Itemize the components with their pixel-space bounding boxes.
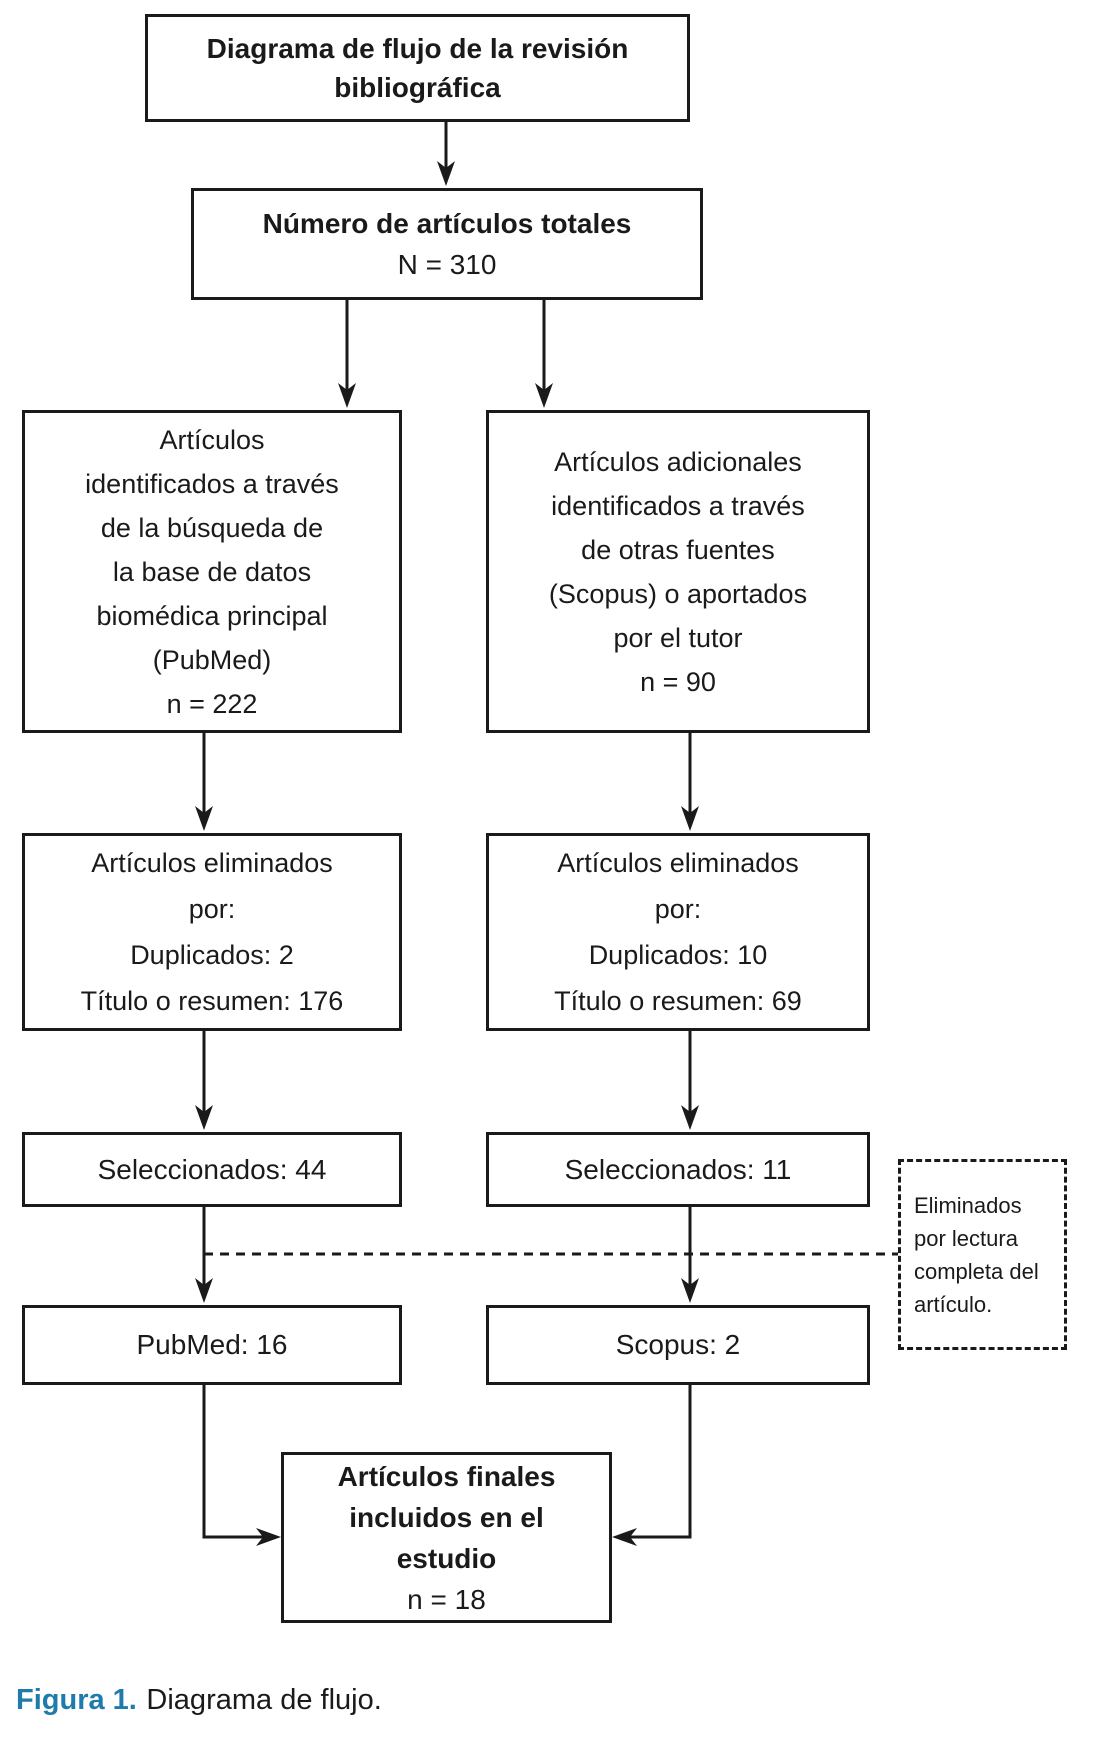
arrow-title-to-total (437, 122, 455, 186)
arrow-scopus-removed-to-selected (681, 1031, 699, 1130)
included-line: Artículos finales (337, 1460, 556, 1492)
arrow-scopus-selected-to-final (681, 1207, 699, 1303)
note-line: artículo. (914, 1291, 993, 1317)
box-line: Título o resumen: 69 (554, 986, 802, 1016)
box-line: n = 90 (640, 666, 716, 697)
note-line: Eliminados (914, 1192, 1022, 1218)
box-line: PubMed: 16 (136, 1329, 288, 1360)
total-articles-heading: Número de artículos totales (262, 208, 632, 239)
box-line: identificados a través (85, 468, 339, 499)
box-line: identificados a través (551, 490, 805, 521)
box-line: Seleccionados: 44 (97, 1153, 327, 1185)
included-line: estudio (396, 1542, 497, 1574)
box-line: (Scopus) o aportados (548, 578, 808, 609)
box-line: de la búsqueda de (100, 512, 324, 543)
scopus-selected-box: Seleccionados: 11 (486, 1132, 870, 1207)
included-count: n = 18 (407, 1583, 486, 1615)
box-line: por: (188, 894, 236, 924)
arrow-pubmed-selected-to-final (195, 1207, 213, 1303)
scopus-removed-box: Artículos eliminados por: Duplicados: 10… (486, 833, 870, 1031)
box-line: la base de datos (112, 556, 312, 587)
pubmed-removed-box: Artículos eliminados por: Duplicados: 2 … (22, 833, 402, 1031)
box-line: por el tutor (613, 622, 743, 653)
fulltext-exclusion-note-box: Eliminados por lectura completa del artí… (898, 1159, 1067, 1350)
arrow-scopus-source-to-removed (681, 733, 699, 831)
box-line: Artículos eliminados (91, 848, 333, 878)
box-line: Duplicados: 2 (130, 940, 294, 970)
total-articles-box: Número de artículos totales N = 310 (191, 188, 703, 300)
box-line: Duplicados: 10 (588, 940, 768, 970)
arrow-total-to-pubmed-source (338, 300, 356, 408)
arrow-pubmed-final-to-included (202, 1385, 281, 1546)
arrow-pubmed-source-to-removed (195, 733, 213, 831)
pubmed-selected-box: Seleccionados: 44 (22, 1132, 402, 1207)
title-box: Diagrama de flujo de la revisión bibliog… (145, 14, 690, 122)
figure-caption: Figura 1. Diagrama de flujo. (16, 1682, 382, 1718)
included-line: incluidos en el (349, 1501, 544, 1533)
scopus-source-box: Artículos adicionales identificados a tr… (486, 410, 870, 733)
box-line: Artículos adicionales (554, 446, 802, 477)
box-line: n = 222 (166, 688, 258, 719)
box-line: de otras fuentes (581, 534, 775, 565)
included-articles-box: Artículos finales incluidos en el estudi… (281, 1452, 612, 1623)
title-line: Diagrama de flujo de la revisión (206, 33, 629, 64)
pubmed-source-box: Artículos identificados a través de la b… (22, 410, 402, 733)
arrow-pubmed-removed-to-selected (195, 1031, 213, 1130)
title-line: bibliográfica (334, 72, 501, 103)
caption-text: Diagrama de flujo. (146, 1684, 382, 1716)
caption-label: Figura 1. (16, 1684, 137, 1716)
box-line: biomédica principal (96, 600, 328, 631)
scopus-final-box: Scopus: 2 (486, 1305, 870, 1385)
pubmed-final-box: PubMed: 16 (22, 1305, 402, 1385)
box-line: Scopus: 2 (615, 1329, 741, 1360)
note-line: completa del (914, 1258, 1039, 1284)
total-articles-count: N = 310 (397, 249, 497, 280)
box-line: (PubMed) (152, 644, 272, 675)
box-line: por: (654, 894, 702, 924)
arrow-scopus-final-to-included (612, 1385, 692, 1546)
arrow-total-to-scopus-source (535, 300, 553, 408)
note-line: por lectura (914, 1225, 1018, 1251)
box-line: Artículos eliminados (557, 848, 799, 878)
box-line: Seleccionados: 11 (564, 1153, 792, 1185)
box-line: Título o resumen: 176 (80, 986, 344, 1016)
box-line: Artículos (159, 424, 265, 455)
